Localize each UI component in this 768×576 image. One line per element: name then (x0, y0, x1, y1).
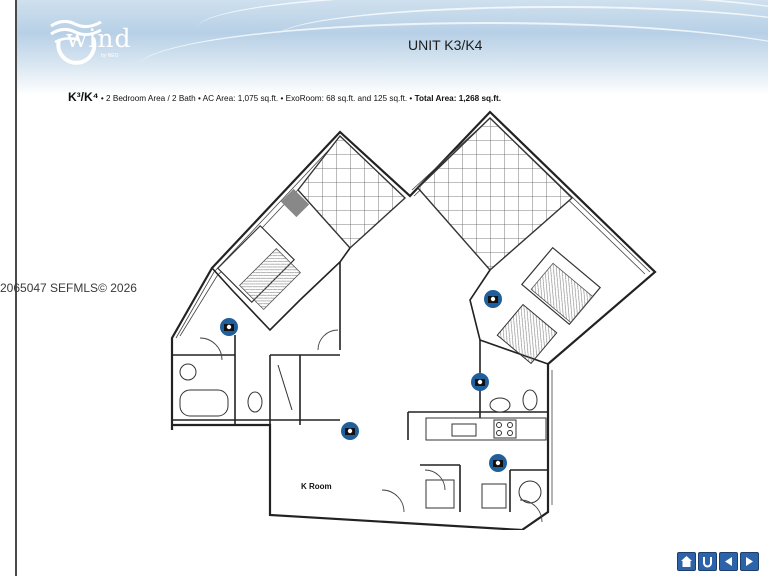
bed-right (520, 246, 602, 326)
floor-plan: K Room (170, 110, 657, 530)
camera-marker[interactable] (341, 422, 359, 440)
unit-details: • 2 Bedroom Area / 2 Bath • AC Area: 1,0… (98, 94, 415, 103)
door-swings (199, 329, 543, 523)
room-label-k-room: K Room (301, 482, 332, 491)
unit-label: K³/K⁴ (68, 90, 99, 104)
brand-name: wind (66, 24, 132, 53)
next-button[interactable] (740, 552, 759, 571)
bath-left (179, 363, 293, 417)
unit-specs: K³/K⁴ • 2 Bedroom Area / 2 Bath • AC Are… (68, 90, 501, 104)
interior-walls (172, 247, 549, 512)
return-icon (703, 557, 712, 568)
home-icon (681, 556, 692, 567)
camera-marker[interactable] (489, 454, 507, 472)
kitchen (425, 417, 547, 509)
brand-byline: by NEO (101, 53, 119, 59)
wind-logo (45, 12, 185, 70)
next-icon (746, 557, 753, 566)
return-button[interactable] (698, 552, 717, 571)
previous-button[interactable] (719, 552, 738, 571)
camera-marker[interactable] (484, 290, 502, 308)
navigation-buttons (677, 552, 759, 571)
mls-watermark: 2065047 SEFMLS© 2026 (0, 281, 137, 295)
exterior-walls (170, 110, 657, 530)
bath-right (489, 303, 558, 413)
header-banner (17, 0, 768, 95)
wave-logo-icon (50, 19, 102, 65)
wave-decoration (137, 22, 768, 95)
bed-left (216, 224, 301, 310)
home-button[interactable] (677, 552, 696, 571)
balcony-right (417, 117, 574, 271)
camera-marker[interactable] (471, 373, 489, 391)
wave-decoration (277, 6, 768, 68)
page-title: UNIT K3/K4 (408, 37, 483, 53)
previous-icon (725, 557, 732, 566)
balcony-left (297, 134, 407, 249)
camera-marker[interactable] (220, 318, 238, 336)
left-border-line (15, 0, 17, 576)
total-area: Total Area: 1,268 sq.ft. (414, 94, 502, 103)
column (280, 188, 310, 218)
